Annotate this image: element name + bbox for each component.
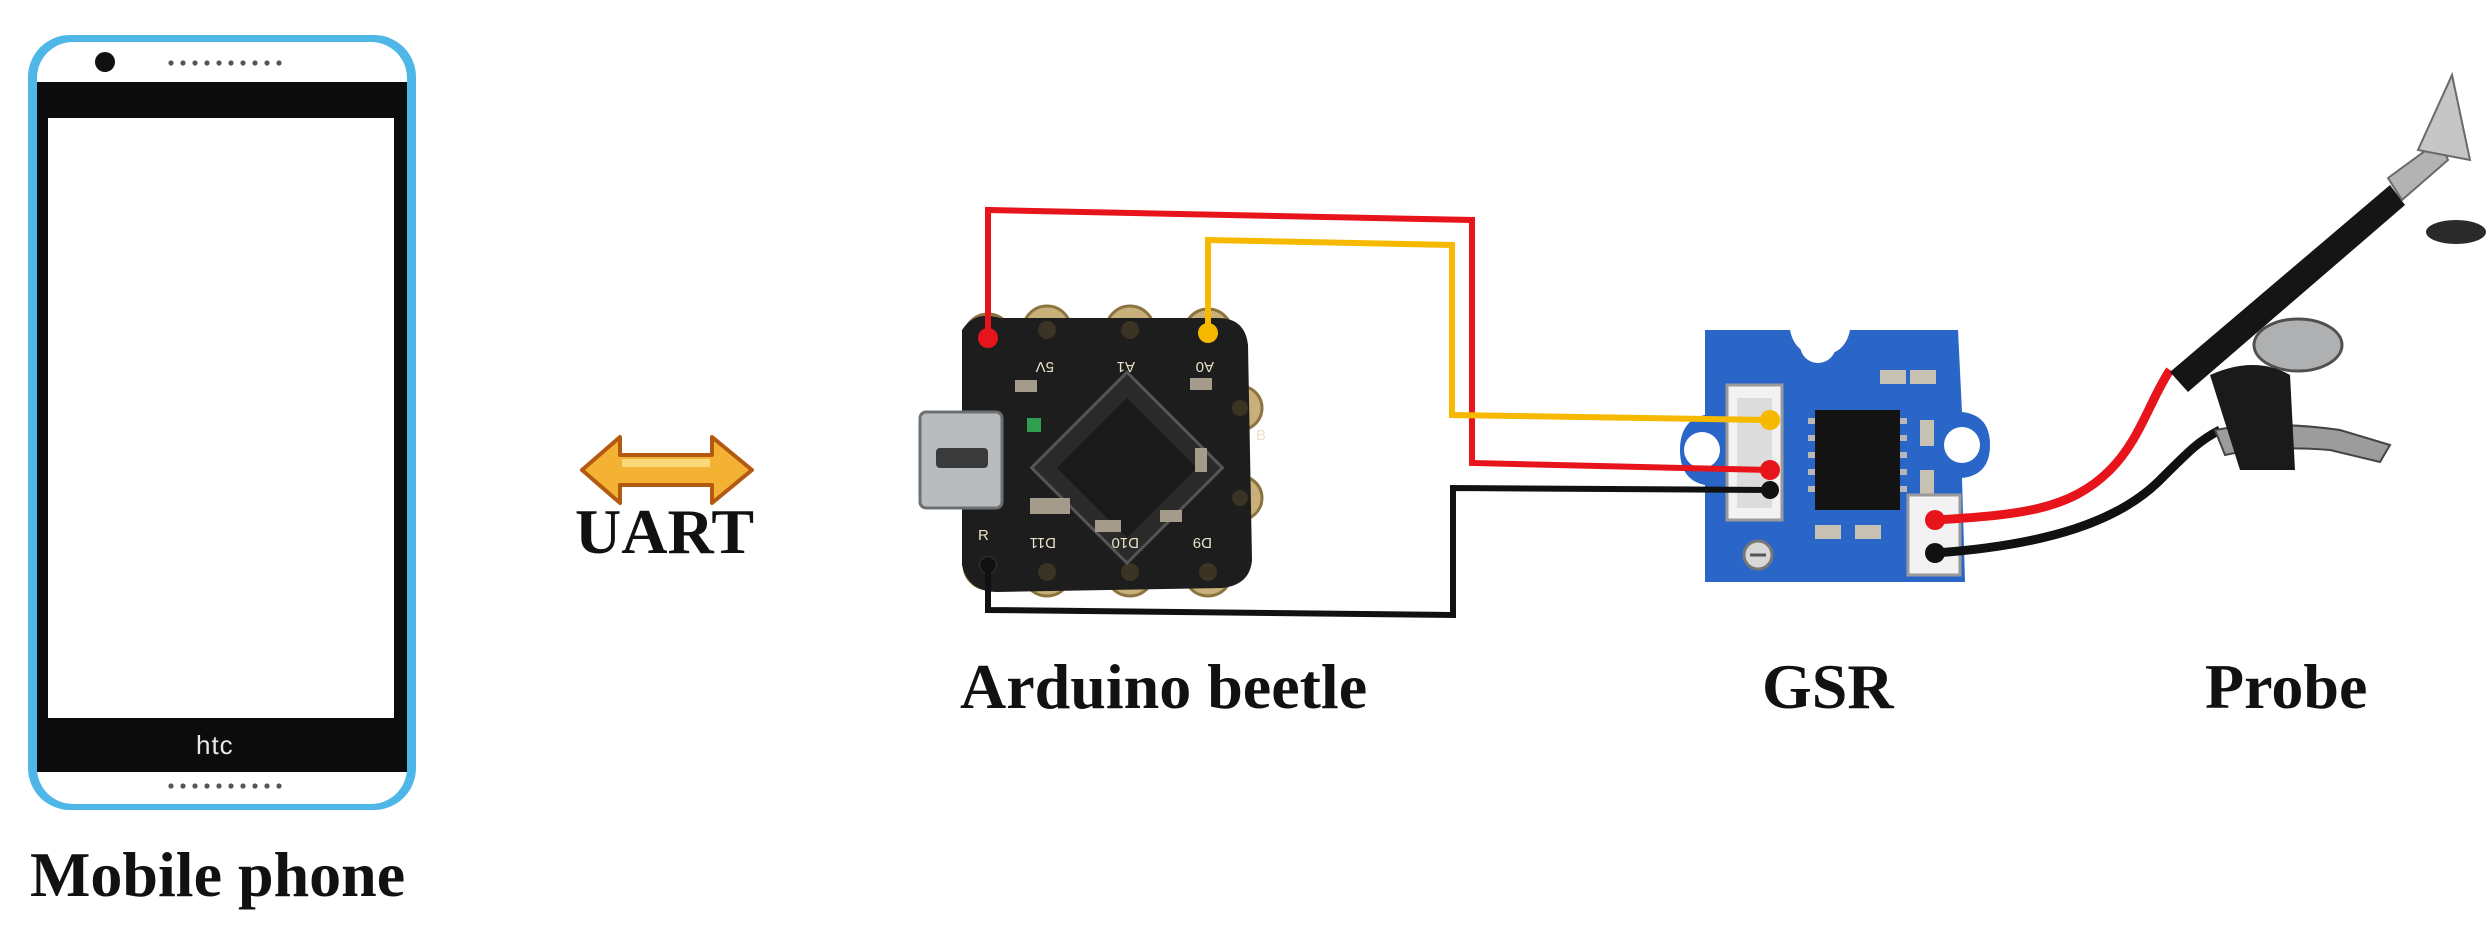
phone-brand-logo: htc [196,730,234,760]
phone-screen [48,118,394,718]
bidirectional-arrow-icon [580,435,754,505]
gsr-label: GSR [1762,651,1894,722]
probe-black-wire [1934,425,2223,558]
speaker-grille-top [168,60,282,66]
probe-red-wire [1934,367,2174,525]
arduino-beetle-label: Arduino beetle [960,651,1368,722]
finger-probe-illustration [2170,71,2486,470]
amplifier-chip-icon [1815,410,1900,510]
pin-label-d10: D10 [1111,534,1139,551]
arduino-beetle-board: 5V A1 A0 D11 D10 D9 R B [918,304,1266,598]
pin-label-5v: 5V [1036,358,1054,375]
front-camera-icon [95,52,115,72]
gsr-sensor-module [1680,327,1990,582]
speaker-grille-bottom [168,783,282,789]
pin-label-d11: D11 [1030,534,1056,551]
pin-label-r: R [978,527,989,544]
probe-tip-icon [2416,71,2472,162]
power-wire [985,206,1771,473]
pin-label-d9: D9 [1193,534,1212,551]
mobile-phone-label: Mobile phone [30,839,406,910]
wiring [985,206,2223,619]
probe-label: Probe [2205,651,2368,722]
pin-label-a1: A1 [1117,358,1135,375]
pin-label-b: B [1256,427,1266,444]
ground-wire [985,484,1771,619]
signal-wire [1205,236,1771,423]
pin-label-a0: A0 [1196,358,1214,375]
mobile-phone-illustration [28,35,416,810]
probe-connector-icon [1906,493,1962,577]
uart-label: UART [575,496,755,567]
